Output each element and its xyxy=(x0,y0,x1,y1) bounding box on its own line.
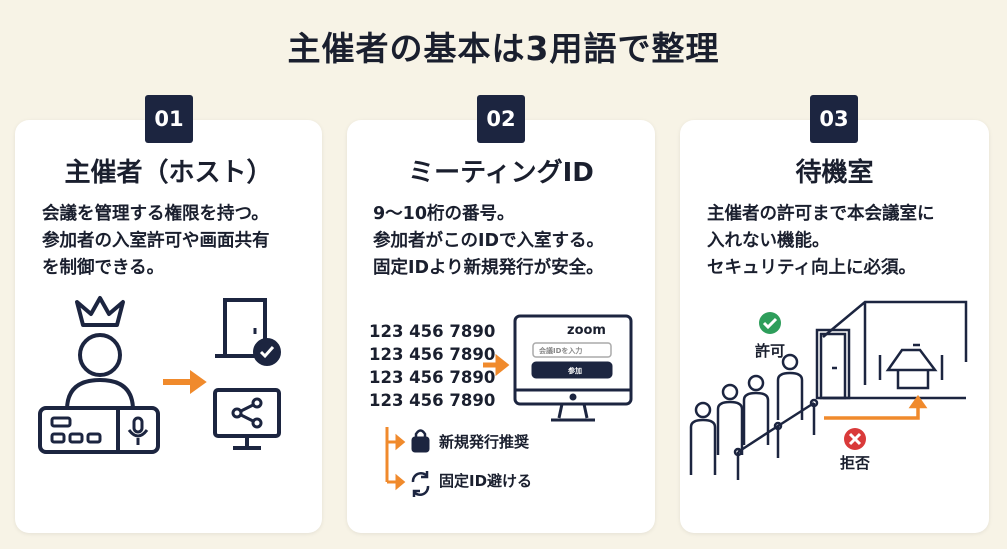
meeting-id: 123 456 7890 xyxy=(369,322,496,341)
arrow-icon xyxy=(824,394,928,420)
card-title: 待機室 xyxy=(795,158,874,188)
meeting-id-illustration xyxy=(385,314,633,497)
zoom-logo: zoom xyxy=(567,323,606,338)
description-line: 9〜10桁の番号。 xyxy=(373,204,515,224)
card-host: 主催者（ホスト） 会議を管理する権限を持つ。 参加者の入室許可や画面共有 を制御… xyxy=(15,120,322,533)
meeting-id-input: 会議IDを入力 xyxy=(539,347,583,355)
cross-icon xyxy=(844,428,866,450)
card-number-badge: 02 xyxy=(477,95,525,143)
person-icon xyxy=(65,333,135,411)
card-description: 会議を管理する権限を持つ。 参加者の入室許可や画面共有 を制御できる。 xyxy=(42,201,270,282)
meeting-id: 123 456 7890 xyxy=(369,345,496,364)
check-icon xyxy=(253,338,281,366)
queue-people-icon xyxy=(689,353,804,475)
meeting-id: 123 456 7890 xyxy=(369,368,496,387)
meeting-id: 123 456 7890 xyxy=(369,391,496,410)
control-panel-icon xyxy=(38,406,160,454)
description-line: を制御できる。 xyxy=(42,258,165,278)
card-meeting-id: ミーティングID 9〜10桁の番号。 参加者がこのIDで入室する。 固定IDより… xyxy=(347,120,655,533)
card-number-badge: 03 xyxy=(810,95,858,143)
card-waiting-room: 待機室 主催者の許可まで本会議室に 入れない機能。 セキュリティ向上に必須。 許… xyxy=(680,120,989,533)
tip-new-id: 新規発行推奨 xyxy=(439,433,530,451)
card-description: 主催者の許可まで本会議室に 入れない機能。 セキュリティ向上に必須。 xyxy=(707,201,935,282)
room-icon xyxy=(815,300,968,400)
share-screen-icon xyxy=(213,388,281,450)
join-button: 参加 xyxy=(568,367,582,375)
description-line: 参加者がこのIDで入室する。 xyxy=(373,231,605,251)
card-number-badge: 01 xyxy=(145,95,193,143)
description-line: 固定IDより新規発行が安全。 xyxy=(373,258,604,278)
description-line: 参加者の入室許可や画面共有 xyxy=(42,231,270,251)
crown-icon xyxy=(75,296,125,327)
host-illustration xyxy=(38,296,281,454)
card-description: 9〜10桁の番号。 参加者がこのIDで入室する。 固定IDより新規発行が安全。 xyxy=(373,201,604,282)
description-line: 入れない機能。 xyxy=(707,231,830,251)
card-title: ミーティングID xyxy=(408,158,594,188)
meeting-id-list: 123 456 7890 123 456 7890 123 456 7890 1… xyxy=(369,320,495,412)
monitor-icon xyxy=(513,314,633,422)
tip-avoid-fixed-id: 固定ID避ける xyxy=(439,472,533,490)
description-line: 会議を管理する権限を持つ。 xyxy=(42,204,269,224)
check-icon xyxy=(759,312,781,334)
arrow-icon xyxy=(483,353,510,377)
waiting-room-illustration xyxy=(689,300,968,480)
card-title: 主催者（ホスト） xyxy=(64,158,273,188)
lock-icon xyxy=(411,429,430,453)
page-title: 主催者の基本は3用語で整理 xyxy=(287,29,720,68)
rope-barrier-icon xyxy=(733,398,819,480)
arrow-icon xyxy=(163,370,207,394)
description-line: 主催者の許可まで本会議室に xyxy=(707,204,935,224)
refresh-icon xyxy=(411,471,430,497)
description-line: セキュリティ向上に必須。 xyxy=(707,258,916,278)
allow-label: 許可 xyxy=(755,342,786,360)
branch-lines xyxy=(385,427,406,491)
deny-label: 拒否 xyxy=(840,454,871,472)
